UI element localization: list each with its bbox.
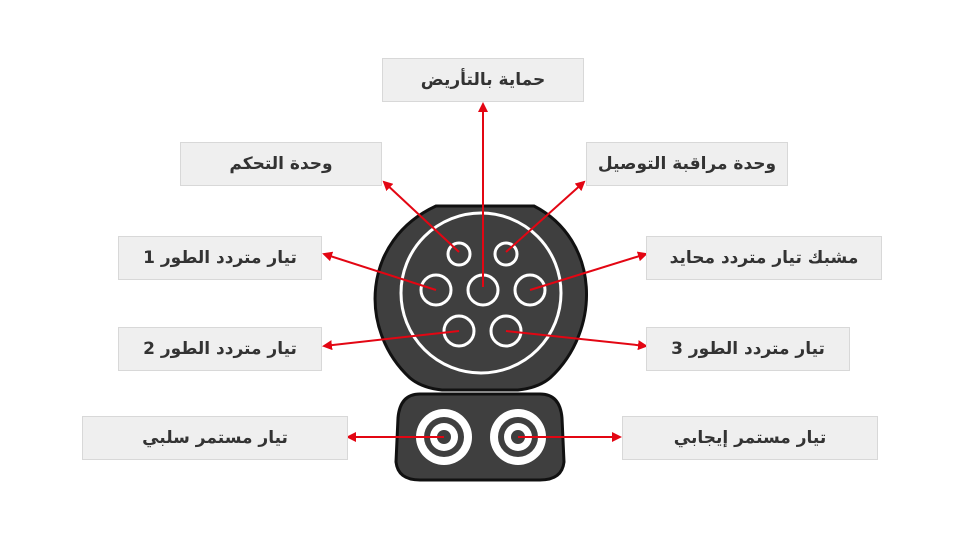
pin-control	[446, 241, 472, 267]
label-neutral: مشبك تيار متردد محايد	[646, 236, 882, 280]
label-control: وحدة التحكم	[180, 142, 382, 186]
label-grounding: حماية بالتأريض	[382, 58, 584, 102]
label-phase2: تيار متردد الطور 2	[118, 327, 322, 371]
label-connection-monitor: وحدة مراقبة التوصيل	[586, 142, 788, 186]
pin-connection-monitor	[493, 241, 519, 267]
arrow-phase3	[505, 330, 648, 351]
arrow-control	[382, 180, 460, 253]
arrow-connection-monitor	[505, 180, 586, 253]
label-phase3: تيار متردد الطور 3	[646, 327, 850, 371]
label-dc-negative: تيار مستمر سلبي	[82, 416, 348, 460]
label-phase1: تيار متردد الطور 1	[118, 236, 322, 280]
arrow-phase2	[322, 330, 460, 351]
arrow-phase1	[322, 251, 437, 291]
label-dc-positive: تيار مستمر إيجابي	[622, 416, 878, 460]
ac-face-ring	[399, 211, 563, 375]
arrow-neutral	[529, 251, 648, 291]
